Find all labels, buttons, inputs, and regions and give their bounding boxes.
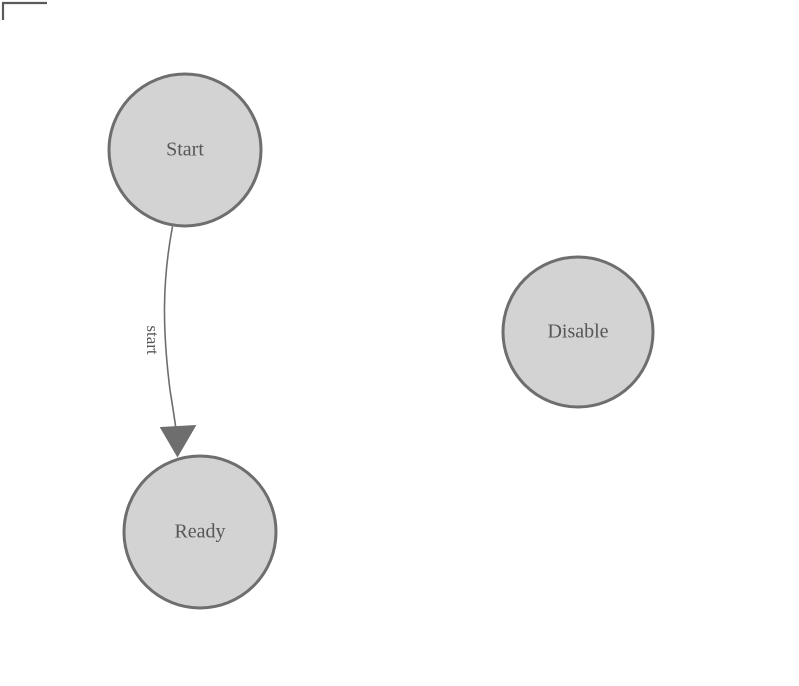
edge-start-to-ready[interactable]: start: [143, 226, 197, 458]
node-start-circle[interactable]: [107, 72, 263, 228]
selection-corner-bracket-icon: [1, 1, 47, 20]
node-start[interactable]: Start: [107, 72, 263, 228]
node-disable-circle[interactable]: [501, 255, 655, 409]
node-ready[interactable]: Ready: [122, 454, 278, 610]
arrowhead-icon: [159, 424, 197, 458]
node-ready-label: Ready: [174, 521, 225, 543]
edge-line: [163, 226, 179, 443]
node-disable-label: Disable: [547, 321, 608, 343]
node-start-label: Start: [166, 139, 204, 161]
edge-label-start: start: [143, 325, 162, 355]
node-disable[interactable]: Disable: [501, 255, 655, 409]
node-ready-circle[interactable]: [122, 454, 278, 610]
